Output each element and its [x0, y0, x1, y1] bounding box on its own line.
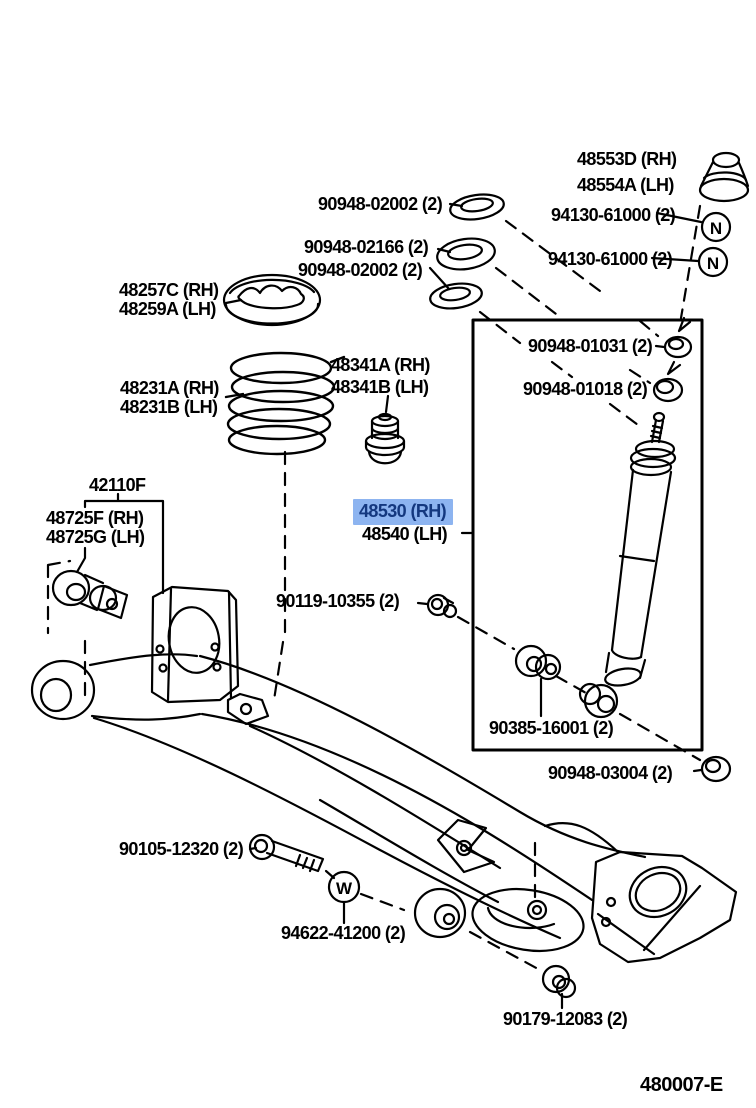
part-label-48530-highlighted[interactable]: 48530 (RH)	[353, 499, 454, 525]
part-label-90119-10355[interactable]: 90119-10355 (2)	[276, 591, 400, 611]
part-label-94130-upper[interactable]: 94130-61000 (2)	[551, 205, 676, 225]
nut-callout-upper: N	[655, 211, 732, 243]
bump-stopper-drawing	[364, 394, 406, 465]
nut-callout-lower-letter: N	[707, 254, 719, 273]
part-label-90179-12083[interactable]: 90179-12083 (2)	[503, 1009, 628, 1029]
shock-lower-nut-drawing	[692, 755, 732, 783]
leader-lines	[75, 492, 474, 595]
part-label-42110f[interactable]: 42110F	[89, 475, 146, 495]
part-label-48231b[interactable]: 48231B (LH)	[120, 397, 218, 417]
part-label-48341b[interactable]: 48341B (LH)	[331, 377, 429, 397]
part-label-48554a[interactable]: 48554A (LH)	[577, 175, 674, 195]
shock-mount-nuts-drawing	[652, 316, 693, 403]
part-label-90948-02166[interactable]: 90948-02166 (2)	[304, 237, 429, 257]
part-label-48725f[interactable]: 48725F (RH)	[46, 508, 144, 528]
part-label-48341a[interactable]: 48341A (RH)	[331, 355, 430, 375]
washer-callout-letter: W	[336, 879, 353, 898]
assembly-dashed-lines	[46, 204, 702, 972]
part-label-48257c[interactable]: 48257C (RH)	[119, 280, 219, 300]
part-label-90948-01031[interactable]: 90948-01031 (2)	[528, 336, 653, 356]
coil-spring-drawing	[224, 351, 346, 456]
part-label-94622-41200[interactable]: 94622-41200 (2)	[281, 923, 406, 943]
part-label-90948-02002-upper[interactable]: 90948-02002 (2)	[318, 194, 443, 214]
part-label-48725g[interactable]: 48725G (LH)	[46, 527, 145, 547]
shock-assembly-box	[471, 318, 704, 752]
part-label-90948-02002-lower[interactable]: 90948-02002 (2)	[298, 260, 423, 280]
shock-lower-bushing-drawing	[514, 644, 562, 718]
part-label-90948-03004[interactable]: 90948-03004 (2)	[548, 763, 673, 783]
part-label-48540[interactable]: 48540 (LH)	[362, 524, 448, 544]
axle-bushing-drawing	[51, 569, 129, 620]
part-label-90948-01018[interactable]: 90948-01018 (2)	[523, 379, 648, 399]
nut-callout-upper-letter: N	[710, 219, 722, 238]
part-label-48553d[interactable]: 48553D (RH)	[577, 149, 677, 169]
arm-pivot-bolt-drawing	[248, 833, 325, 873]
arm-pivot-nut-drawing	[541, 964, 577, 1010]
spring-upper-seat-drawing	[222, 273, 322, 327]
part-label-90385-16001[interactable]: 90385-16001 (2)	[489, 718, 614, 738]
strut-support-cap-drawing	[698, 151, 750, 203]
part-label-90105-12320[interactable]: 90105-12320 (2)	[119, 839, 244, 859]
part-label-48259a[interactable]: 48259A (LH)	[119, 299, 216, 319]
part-label-48231a[interactable]: 48231A (RH)	[120, 378, 219, 398]
nut-callout-lower: N	[650, 246, 729, 278]
diagram-code: 480007-E	[640, 1074, 723, 1096]
washer-callout: W	[327, 870, 361, 925]
washers-drawing	[428, 193, 505, 310]
shock-absorber-drawing	[578, 411, 677, 719]
part-label-94130-lower[interactable]: 94130-61000 (2)	[548, 249, 673, 269]
shock-lower-bolt-drawing	[416, 593, 458, 619]
axle-beam-drawing	[30, 585, 738, 964]
